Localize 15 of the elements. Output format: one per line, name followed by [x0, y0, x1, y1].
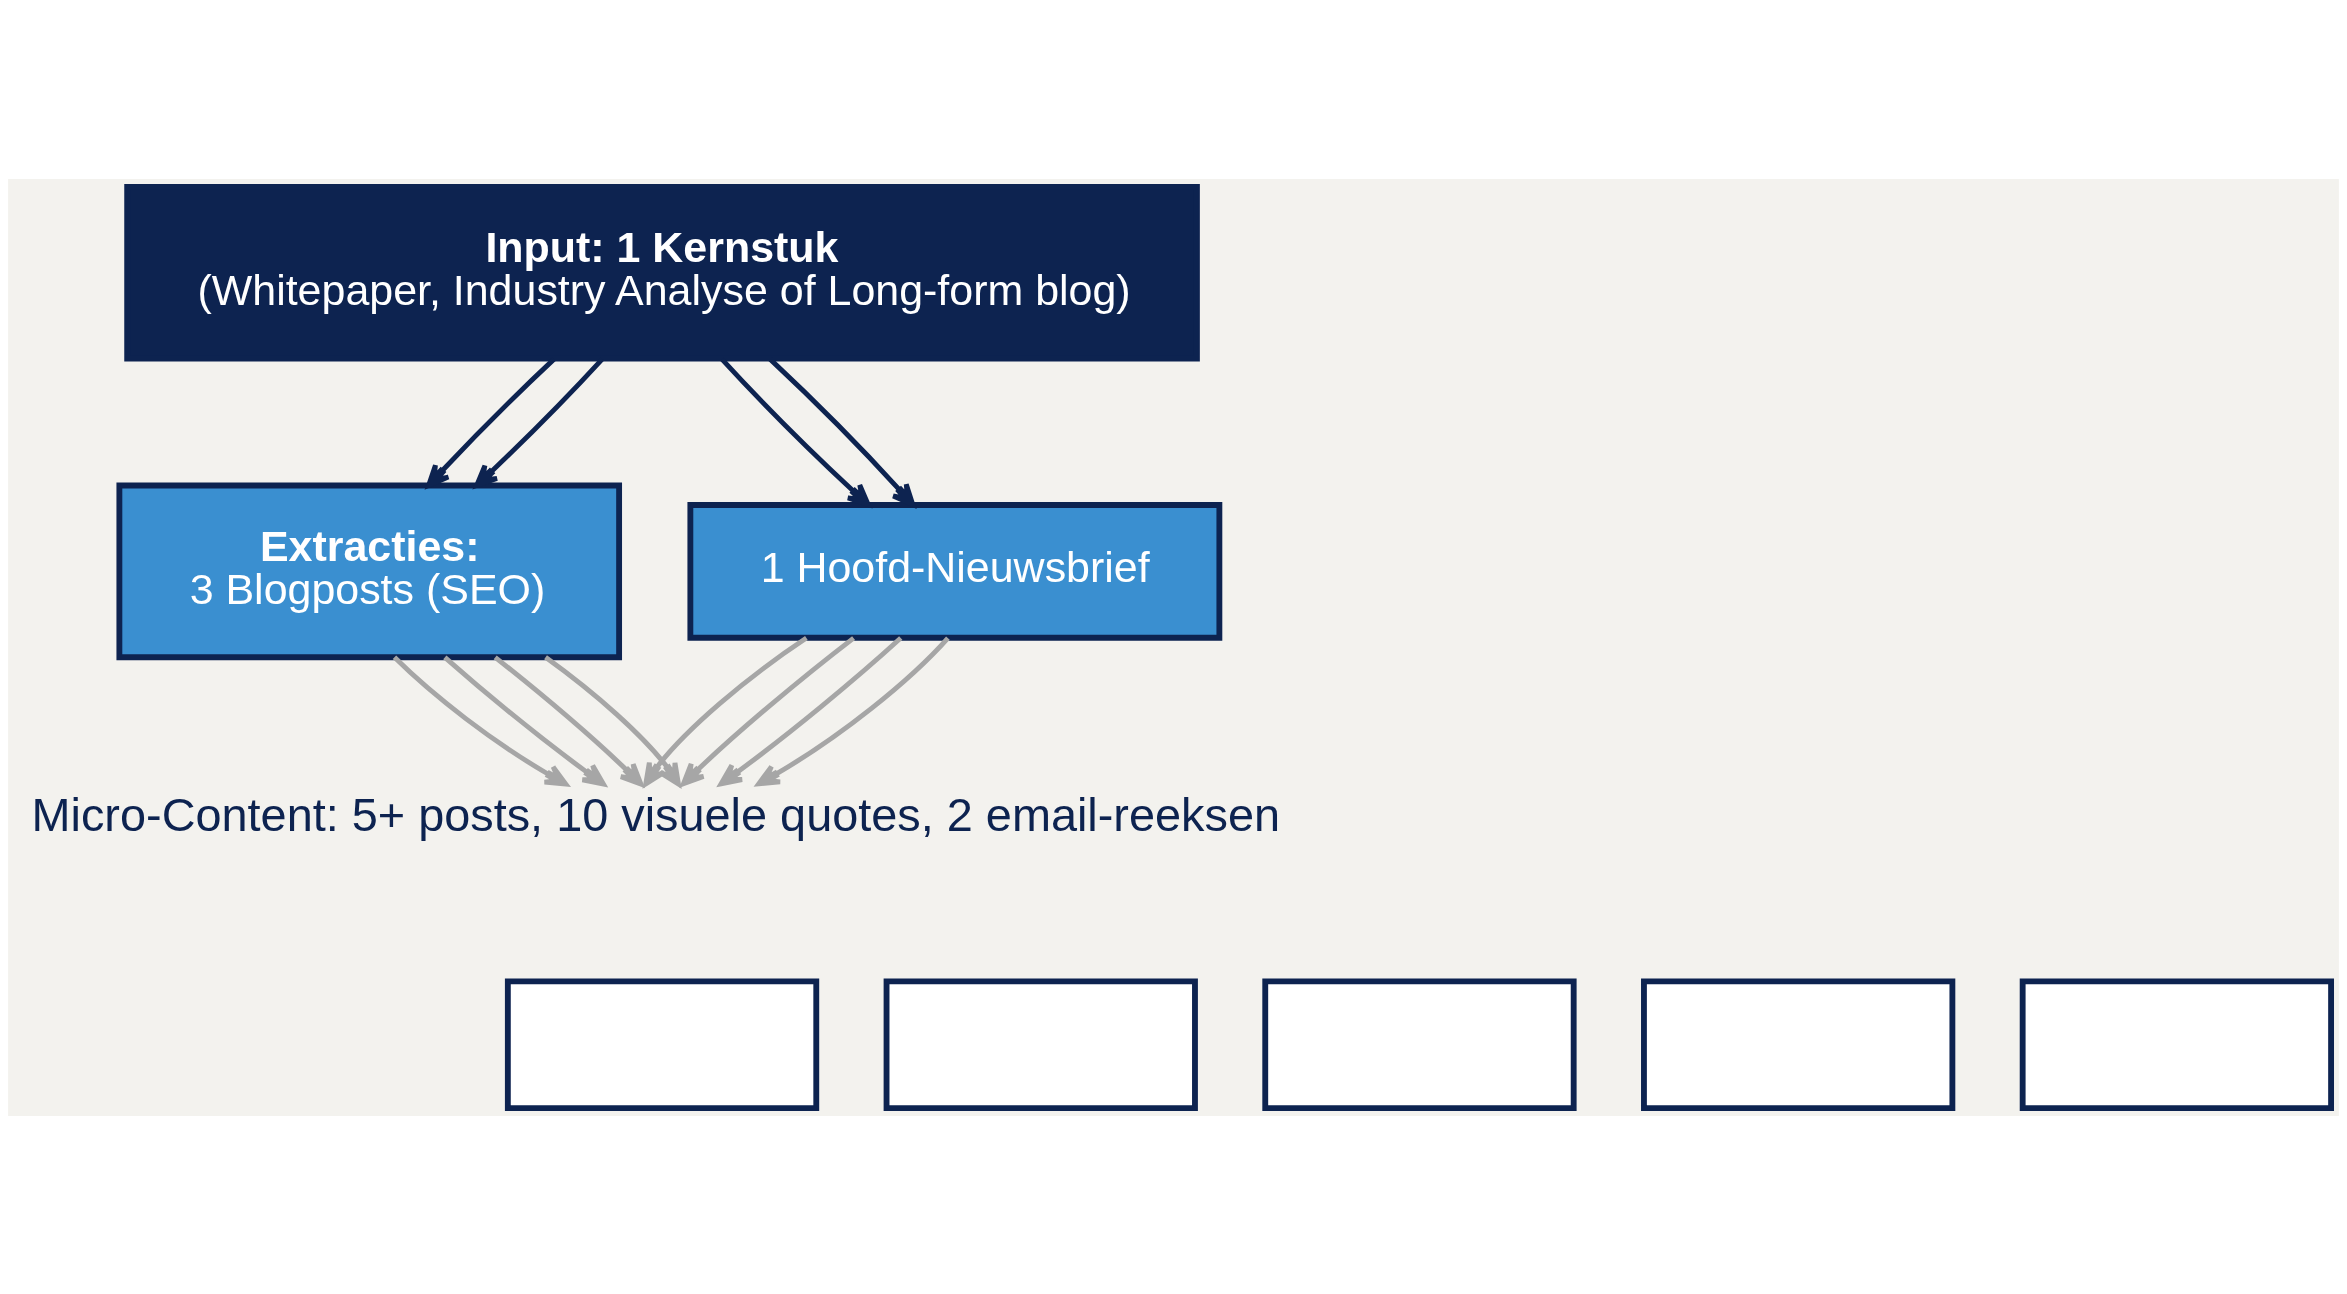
arrow [392, 655, 569, 787]
node-text: Micro-Content: 5+ posts, 10 visuele quotes, 2 email-reeksen [31, 788, 1281, 841]
node-box [883, 977, 1198, 1111]
arrow [681, 635, 856, 786]
arrow [443, 654, 606, 787]
arrow [756, 635, 950, 786]
node-box: Input: 1 Kernstuk (Whitepaper, Industry Analyse of Long-form blog) [124, 183, 1200, 361]
arrow [493, 654, 644, 787]
node-box [1262, 977, 1577, 1111]
node-box [504, 977, 820, 1111]
arrow [718, 635, 903, 786]
node-box [2019, 977, 2334, 1111]
node-box: Extracties: 3 Blogposts (SEO) [116, 482, 623, 660]
node-box [1641, 977, 1956, 1111]
node-box: 1 Hoofd-Nieuwsbrief [687, 501, 1223, 641]
